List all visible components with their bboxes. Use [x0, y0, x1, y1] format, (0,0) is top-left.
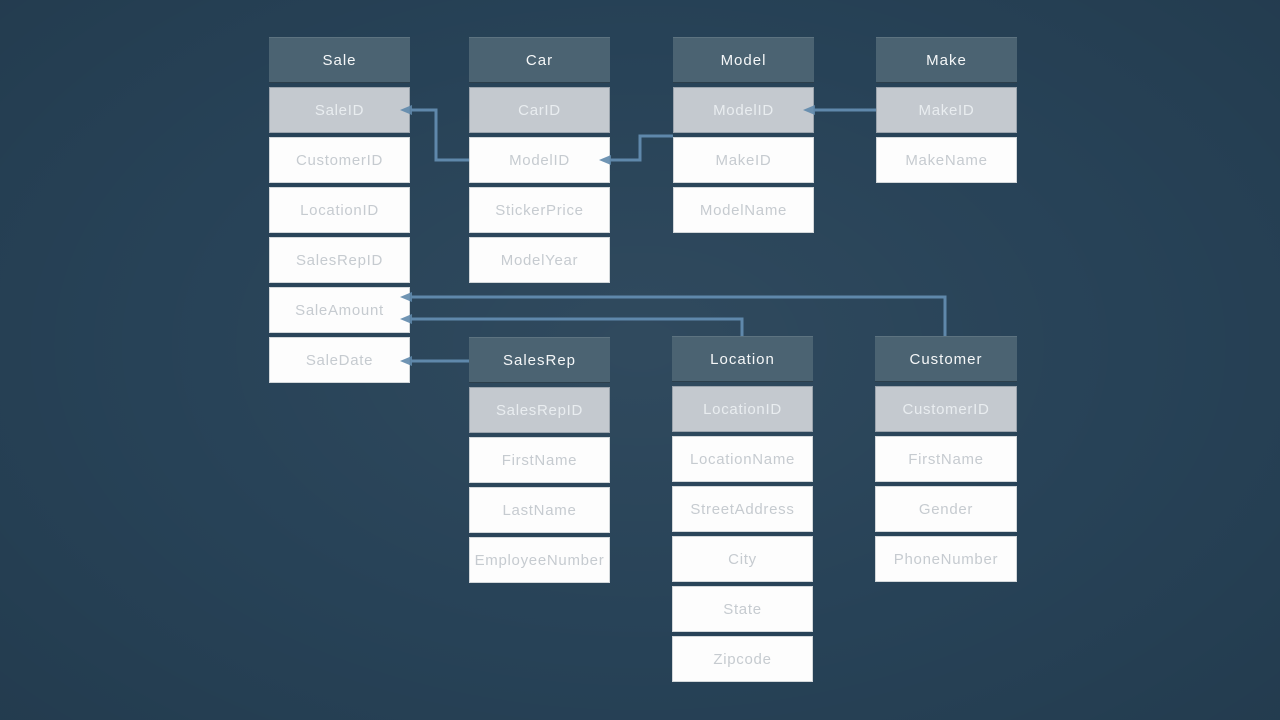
table-salesrep: SalesRep SalesRepID FirstName LastName E…: [469, 337, 610, 587]
field-sale-saledate: SaleDate: [269, 337, 410, 383]
connector-sale-customer: [411, 295, 947, 336]
field-sale-locationid: LocationID: [269, 187, 410, 233]
table-car: Car CarID ModelID StickerPrice ModelYear: [469, 37, 610, 287]
table-car-header: Car: [469, 37, 610, 83]
field-salesrep-salesrepid: SalesRepID: [469, 387, 610, 433]
table-model: Model ModelID MakeID ModelName: [673, 37, 814, 237]
field-customer-phonenumber: PhoneNumber: [875, 536, 1017, 582]
field-salesrep-firstname: FirstName: [469, 437, 610, 483]
field-location-locationname: LocationName: [672, 436, 813, 482]
connector-car-model: [610, 134, 673, 162]
field-model-makeid: MakeID: [673, 137, 814, 183]
field-location-city: City: [672, 536, 813, 582]
field-car-modelid: ModelID: [469, 137, 610, 183]
field-sale-salesrepid: SalesRepID: [269, 237, 410, 283]
field-sale-saleamount: SaleAmount: [269, 287, 410, 333]
table-location-header: Location: [672, 336, 813, 382]
table-salesrep-header: SalesRep: [469, 337, 610, 383]
field-location-zipcode: Zipcode: [672, 636, 813, 682]
connector-sale-location: [411, 317, 744, 336]
field-make-makename: MakeName: [876, 137, 1017, 183]
field-location-state: State: [672, 586, 813, 632]
table-customer: Customer CustomerID FirstName Gender Pho…: [875, 336, 1017, 586]
field-salesrep-employeenumber: EmployeeNumber: [469, 537, 610, 583]
field-sale-saleid: SaleID: [269, 87, 410, 133]
table-sale-header: Sale: [269, 37, 410, 83]
table-make: Make MakeID MakeName: [876, 37, 1017, 187]
field-location-locationid: LocationID: [672, 386, 813, 432]
field-model-modelid: ModelID: [673, 87, 814, 133]
table-customer-header: Customer: [875, 336, 1017, 382]
field-car-stickerprice: StickerPrice: [469, 187, 610, 233]
table-sale: Sale SaleID CustomerID LocationID SalesR…: [269, 37, 410, 387]
field-car-carid: CarID: [469, 87, 610, 133]
connector-sale-car: [411, 108, 469, 162]
field-customer-gender: Gender: [875, 486, 1017, 532]
field-car-modelyear: ModelYear: [469, 237, 610, 283]
field-model-modelname: ModelName: [673, 187, 814, 233]
table-make-header: Make: [876, 37, 1017, 83]
field-salesrep-lastname: LastName: [469, 487, 610, 533]
field-sale-customerid: CustomerID: [269, 137, 410, 183]
table-location: Location LocationID LocationName StreetA…: [672, 336, 813, 686]
field-customer-customerid: CustomerID: [875, 386, 1017, 432]
field-customer-firstname: FirstName: [875, 436, 1017, 482]
field-make-makeid: MakeID: [876, 87, 1017, 133]
field-location-streetaddress: StreetAddress: [672, 486, 813, 532]
table-model-header: Model: [673, 37, 814, 83]
